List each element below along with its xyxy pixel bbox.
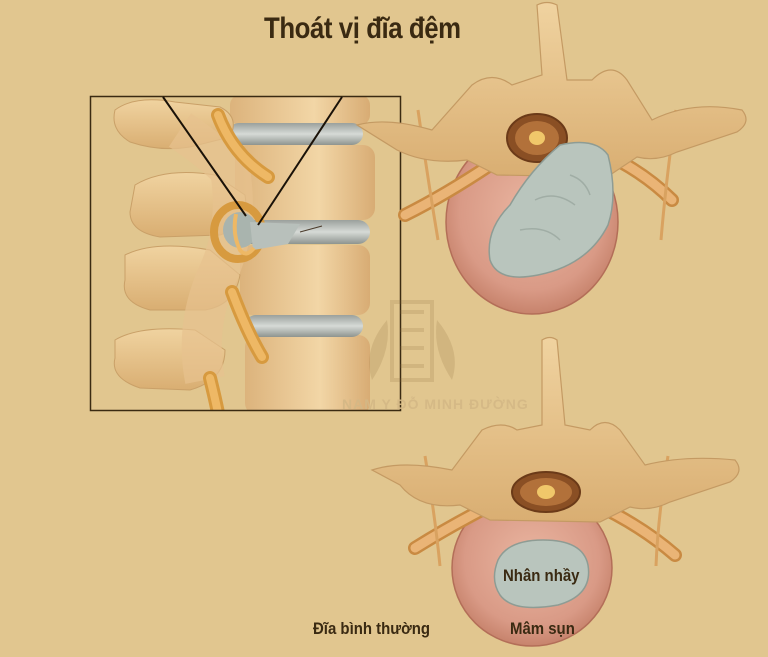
normal-disc-label: Đĩa bình thường	[313, 619, 431, 638]
lateral-spine-inset	[113, 97, 375, 410]
inset-frame	[89, 95, 402, 412]
watermark-text: NAM Y ĐỖ MINH ĐƯỜNG	[342, 396, 529, 412]
normal-disc-top-view	[370, 336, 740, 647]
endplate-label: Mâm sụn	[510, 619, 575, 638]
page-title: Thoát vị đĩa đệm	[264, 12, 461, 45]
nucleus-label: Nhân nhầy	[503, 566, 580, 585]
callout-line-left	[162, 96, 247, 217]
callout-line-right	[257, 96, 343, 226]
herniated-disc-top-view	[355, 1, 747, 315]
watermark-logo	[369, 300, 455, 382]
